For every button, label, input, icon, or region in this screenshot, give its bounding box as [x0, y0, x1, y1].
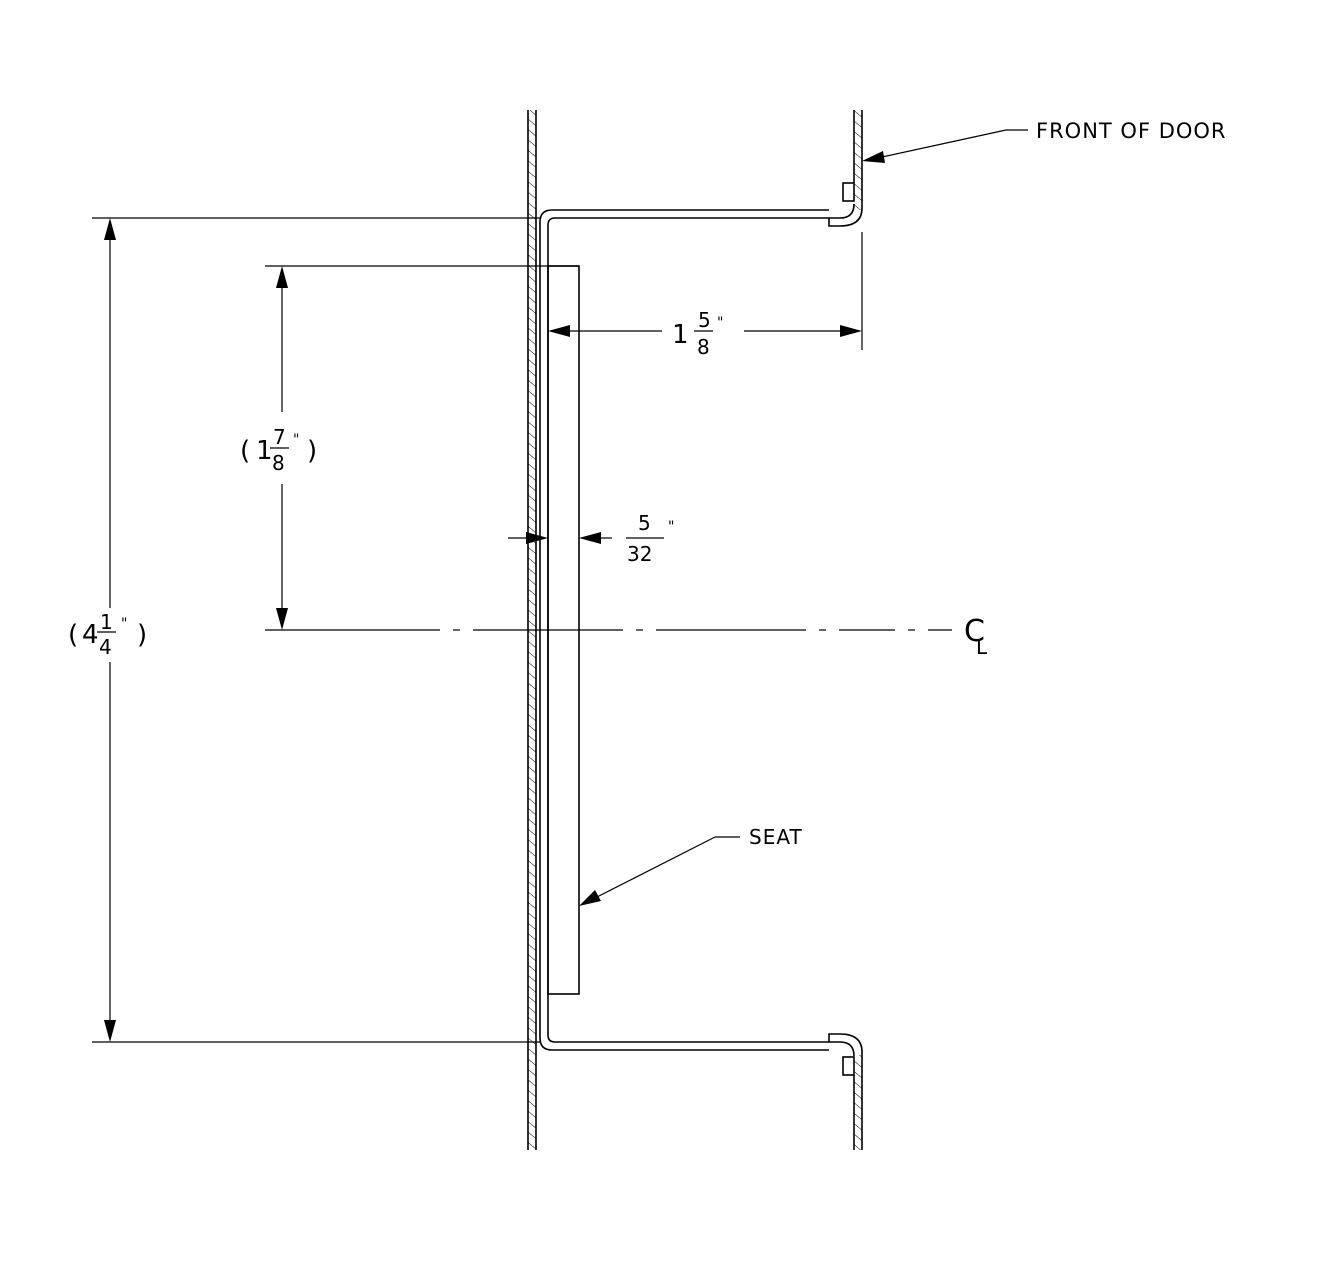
overall-height-label: ( 4 1 4 " ) [68, 610, 147, 659]
seat-to-centerline-label: ( 1 7 8 " ) [240, 425, 317, 475]
svg-text:4: 4 [82, 620, 99, 650]
svg-text:5: 5 [638, 511, 651, 535]
svg-text:": " [668, 519, 674, 535]
front-door-wall-top [828, 110, 863, 227]
svg-text:": " [717, 315, 723, 331]
svg-text:": " [293, 432, 299, 448]
seat-to-centerline-dimension [265, 265, 579, 630]
svg-text:): ) [307, 436, 317, 466]
svg-text:1: 1 [256, 436, 273, 466]
svg-text:5: 5 [698, 308, 711, 332]
seat-leader [579, 836, 740, 906]
svg-text:7: 7 [273, 425, 286, 449]
depth-label: 1 5 8 " [672, 308, 723, 359]
svg-text:(: ( [240, 436, 250, 466]
seat-thickness-label: 5 32 " [626, 511, 674, 566]
svg-text:4: 4 [99, 635, 112, 659]
svg-text:1: 1 [672, 320, 689, 350]
svg-text:): ) [137, 620, 147, 650]
svg-text:1: 1 [100, 610, 113, 634]
svg-text:": " [121, 616, 127, 632]
front-door-wall-bottom [828, 1033, 863, 1150]
seat-thickness-dimension [508, 532, 612, 544]
seat-label: SEAT [749, 825, 803, 849]
svg-text:8: 8 [272, 451, 285, 475]
front-of-door-label: FRONT OF DOOR [1036, 119, 1227, 143]
depth-dimension [548, 232, 863, 350]
svg-text:32: 32 [627, 542, 652, 566]
front-of-door-leader [862, 129, 1028, 163]
centerline-symbol-l: L [976, 635, 988, 659]
centerline-symbol-c: C [964, 614, 985, 649]
overall-height-dimension [92, 217, 540, 1043]
svg-text:(: ( [68, 620, 78, 650]
svg-text:8: 8 [697, 335, 710, 359]
